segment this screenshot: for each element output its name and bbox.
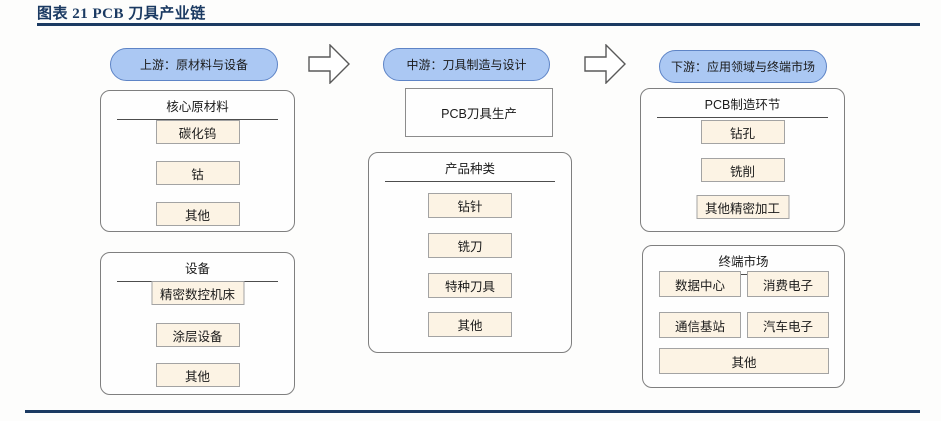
group-box-core-materials: 核心原材料 碳化钨 钴 其他 — [100, 90, 295, 232]
item-box: 其他 — [659, 348, 829, 374]
group-title: 核心原材料 — [166, 100, 229, 114]
stage-pill-upstream: 上游：原材料与设备 — [110, 48, 278, 81]
item-box: 消费电子 — [747, 271, 829, 297]
item-box: 其他 — [428, 312, 512, 337]
group-divider — [117, 119, 278, 120]
stage-pill-downstream: 下游：应用领域与终端市场 — [659, 50, 827, 83]
group-divider — [659, 274, 828, 275]
group-title: 产品种类 — [444, 162, 495, 176]
flow-arrow-icon — [584, 44, 626, 84]
item-box: 数据中心 — [659, 271, 741, 297]
group-box-products: 产品种类 钻针 铣刀 特种刀具 其他 — [368, 152, 572, 353]
item-box: 通信基站 — [659, 312, 741, 338]
production-box: PCB刀具生产 — [405, 88, 553, 137]
item-box: 涂层设备 — [155, 323, 240, 347]
item-box: 其他精密加工 — [695, 195, 790, 219]
group-box-pcb-processes: PCB制造环节 钻孔 铣削 其他精密加工 — [640, 88, 845, 232]
flow-arrow-icon — [308, 44, 350, 84]
item-box: 钴 — [155, 161, 240, 185]
item-box: 其他 — [155, 363, 240, 387]
group-title: 终端市场 — [718, 255, 769, 269]
group-box-equipment: 设备 精密数控机床 涂层设备 其他 — [100, 252, 295, 395]
item-box: 钻孔 — [700, 120, 785, 144]
title-rule — [37, 23, 920, 26]
figure-title: 图表 21 PCB 刀具产业链 — [37, 6, 206, 22]
group-title: PCB制造环节 — [704, 98, 781, 112]
item-box: 碳化钨 — [155, 120, 240, 144]
item-box: 精密数控机床 — [150, 281, 245, 305]
group-box-terminal-markets: 终端市场 数据中心 消费电子 通信基站 汽车电子 其他 — [642, 245, 845, 388]
group-title: 设备 — [184, 262, 210, 276]
item-box: 铣削 — [700, 158, 785, 182]
item-box: 钻针 — [428, 193, 512, 218]
footer-rule — [25, 410, 920, 413]
item-box: 汽车电子 — [747, 312, 829, 338]
item-box: 其他 — [155, 202, 240, 226]
group-divider — [385, 181, 555, 182]
item-box: 特种刀具 — [428, 273, 512, 298]
item-box: 铣刀 — [428, 233, 512, 258]
stage-pill-midstream: 中游：刀具制造与设计 — [383, 48, 550, 81]
group-divider — [657, 117, 828, 118]
